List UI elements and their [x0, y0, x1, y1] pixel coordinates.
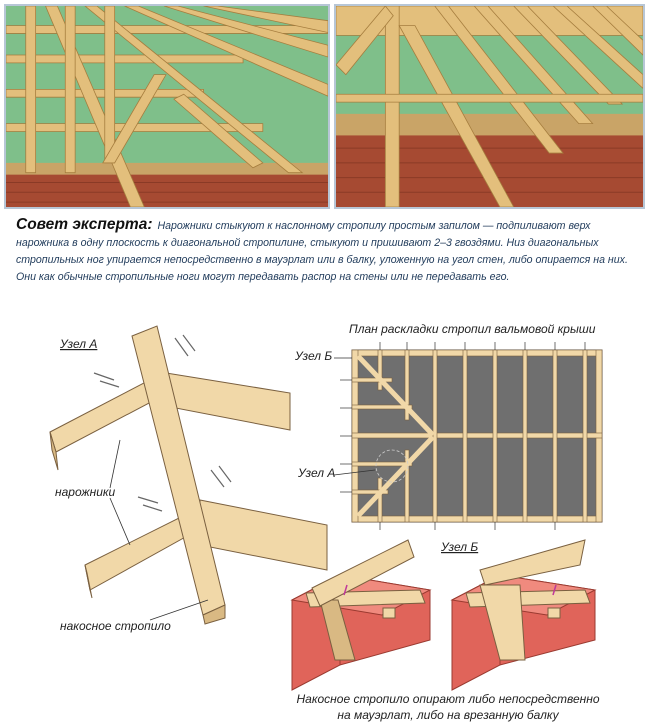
node-a-label: Узел А	[59, 337, 97, 351]
caption-line-2: на мауэрлат, либо на врезанную балку	[337, 708, 559, 722]
plan-title: План раскладки стропил вальмовой крыши	[349, 322, 596, 336]
expert-advice: Совет эксперта: Нарожники стыкуют к насл…	[16, 216, 638, 286]
roof-photo-right	[334, 4, 645, 209]
node-b-detail-right	[450, 539, 597, 691]
narozhniki-label: нарожники	[55, 485, 116, 499]
node-b-plan-label: Узел Б	[294, 349, 332, 363]
hip-rafter-label: накосное стропило	[60, 619, 171, 633]
rafter-diagram: Узел А нарожники накосное стропило План …	[49, 322, 603, 722]
node-b-detail-label: Узел Б	[440, 540, 478, 554]
node-a-plan-label: Узел А	[297, 466, 335, 480]
roof-photo-left	[4, 4, 330, 209]
nail-icon	[93, 334, 232, 512]
advice-lead: Совет эксперта:	[16, 216, 153, 233]
hip-rafter-assembly	[49, 325, 328, 625]
advice-text: Нарожники стыкуют к наслонному стропилу …	[16, 220, 628, 283]
node-b-detail-left	[290, 539, 432, 691]
caption-line-1: Накосное стропило опирают либо непосредс…	[296, 692, 599, 706]
roof-plan	[333, 342, 603, 530]
